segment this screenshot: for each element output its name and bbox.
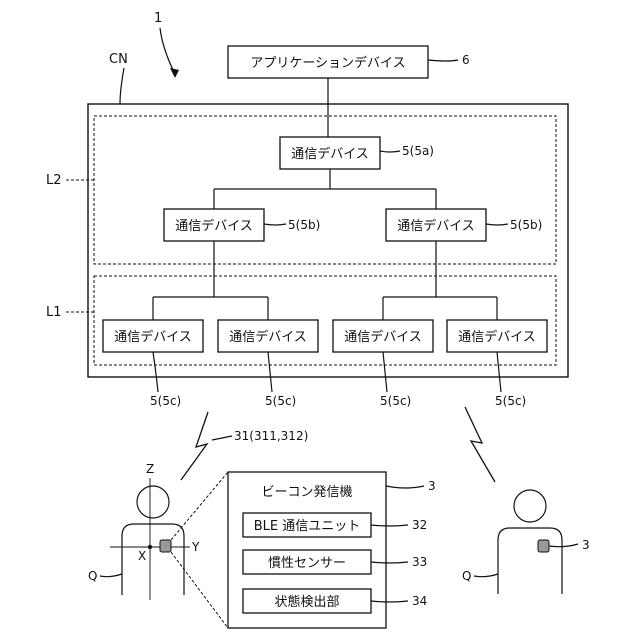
wireless-signal-left-icon bbox=[181, 412, 208, 480]
comm-device-bottom-4-label: 通信デバイス bbox=[458, 329, 536, 345]
comm-device-mid-right-label: 通信デバイス bbox=[397, 218, 475, 234]
person-right-leader bbox=[474, 574, 498, 577]
ble-unit-ref: 32 bbox=[412, 518, 427, 532]
person-left-label: Q bbox=[88, 569, 97, 583]
beacon-on-left-person-icon bbox=[160, 540, 171, 552]
beacon-transmitter-ref: 3 bbox=[428, 479, 436, 493]
figure-arrow bbox=[160, 28, 175, 74]
beacon-on-right-person-icon bbox=[538, 540, 549, 552]
person-right-device-ref: 3 bbox=[582, 538, 590, 552]
person-left-body-icon bbox=[122, 524, 184, 595]
comm-device-top-leader bbox=[380, 151, 400, 152]
comm-device-mid-left-leader bbox=[264, 224, 286, 225]
comm-device-top-label: 通信デバイス bbox=[291, 146, 369, 162]
axis-origin bbox=[148, 545, 152, 549]
network-leader bbox=[120, 68, 124, 104]
person-right-body-icon bbox=[498, 528, 562, 594]
wireless-ref: 31(311,312) bbox=[234, 429, 308, 443]
beacon-transmitter-leader bbox=[386, 486, 424, 488]
layer-l2-label: L2 bbox=[46, 173, 62, 188]
layer-l1-label: L1 bbox=[46, 305, 62, 320]
application-device-label: アプリケーションデバイス bbox=[250, 55, 405, 71]
comm-device-bottom-2-ref: 5(5c) bbox=[265, 394, 296, 408]
axis-z-label: Z bbox=[146, 462, 154, 476]
inertial-sensor-leader bbox=[371, 562, 408, 563]
figure-number: 1 bbox=[154, 11, 162, 26]
comm-device-bottom-3-ref: 5(5c) bbox=[380, 394, 411, 408]
comm-device-top-ref: 5(5a) bbox=[402, 144, 434, 158]
comm-device-mid-right-leader bbox=[486, 224, 508, 225]
comm-device-bottom-1-ref: 5(5c) bbox=[150, 394, 181, 408]
inertial-sensor-ref: 33 bbox=[412, 555, 427, 569]
figure-arrow-head bbox=[170, 68, 179, 78]
ble-unit-label: BLE 通信ユニット bbox=[254, 519, 361, 534]
application-device-ref: 6 bbox=[462, 53, 470, 67]
beacon-callout-bottom bbox=[171, 552, 228, 628]
comm-device-bottom-1-leader bbox=[153, 352, 158, 392]
comm-device-mid-left-label: 通信デバイス bbox=[175, 218, 253, 234]
comm-device-bottom-2-label: 通信デバイス bbox=[229, 329, 307, 345]
person-right-label: Q bbox=[462, 569, 471, 583]
state-detector-leader bbox=[371, 601, 408, 602]
comm-device-bottom-3-label: 通信デバイス bbox=[344, 329, 422, 345]
comm-device-bottom-1-label: 通信デバイス bbox=[114, 329, 192, 345]
state-detector-label: 状態検出部 bbox=[274, 594, 339, 610]
network-label: CN bbox=[109, 52, 128, 67]
application-device-leader bbox=[428, 60, 458, 61]
comm-device-mid-right-ref: 5(5b) bbox=[510, 218, 542, 232]
person-left-head-icon bbox=[137, 486, 169, 518]
inertial-sensor-label: 慣性センサー bbox=[268, 555, 346, 571]
axis-y-label: Y bbox=[191, 540, 200, 554]
wireless-signal-right-icon bbox=[465, 407, 495, 482]
beacon-callout-top bbox=[171, 472, 228, 540]
comm-device-bottom-4-leader bbox=[497, 352, 501, 392]
person-right-device-leader bbox=[549, 544, 578, 547]
beacon-transmitter-title: ビーコン発信機 bbox=[261, 485, 352, 500]
comm-device-bottom-2-leader bbox=[268, 352, 272, 392]
person-left-leader bbox=[100, 574, 122, 577]
ble-unit-leader bbox=[371, 525, 408, 526]
state-detector-ref: 34 bbox=[412, 594, 427, 608]
comm-device-mid-left-ref: 5(5b) bbox=[288, 218, 320, 232]
axis-x-label: X bbox=[138, 549, 146, 563]
comm-device-bottom-3-leader bbox=[383, 352, 387, 392]
person-right-head-icon bbox=[514, 490, 546, 522]
wireless-ref-leader bbox=[212, 436, 232, 440]
comm-device-bottom-4-ref: 5(5c) bbox=[495, 394, 526, 408]
